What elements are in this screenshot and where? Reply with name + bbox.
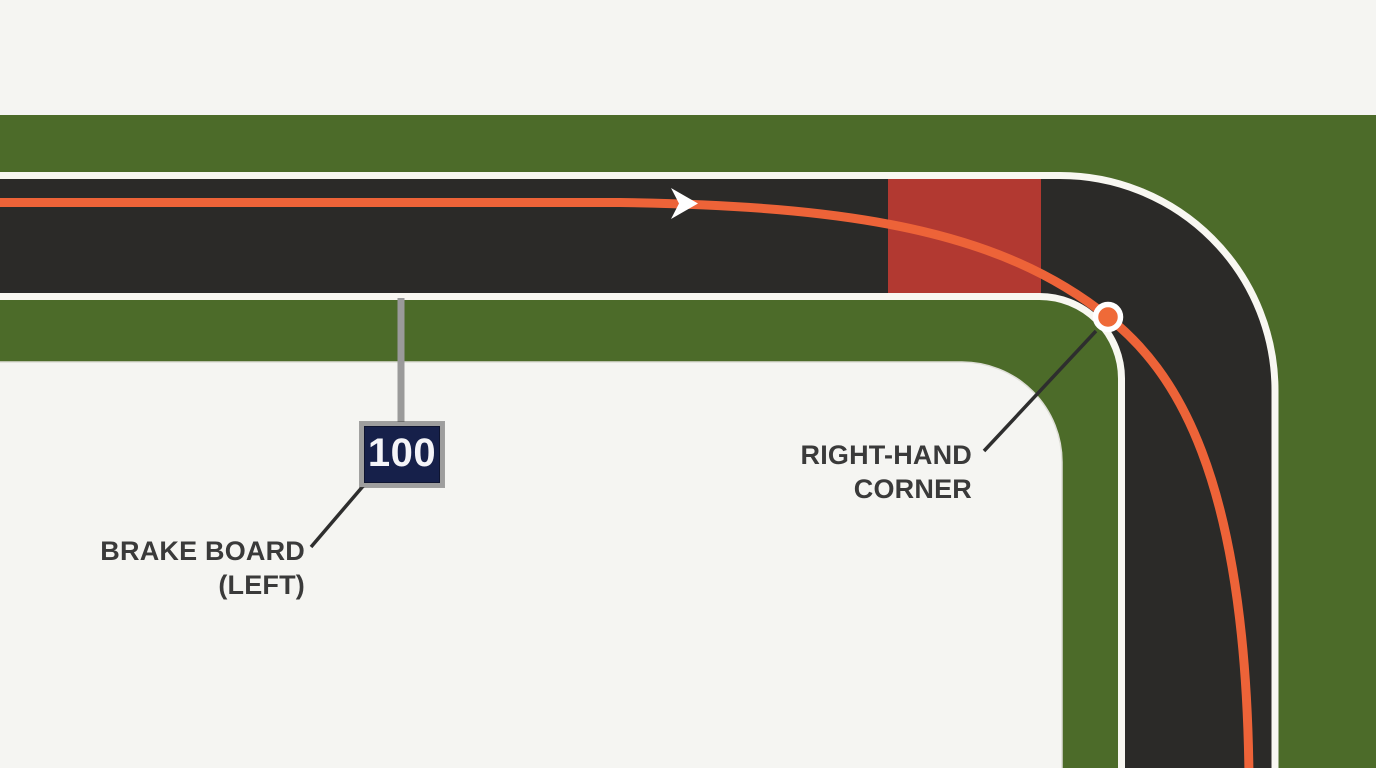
direction-arrow-icon xyxy=(671,188,698,219)
brake-callout-line1: BRAKE BOARD xyxy=(100,536,305,566)
brake-board: 100 xyxy=(360,422,444,487)
corner-callout-line1: RIGHT-HAND xyxy=(800,440,972,470)
brake-board-callout: BRAKE BOARD (LEFT) xyxy=(45,534,305,602)
brake-board-annotation-line xyxy=(309,483,366,549)
infield-area xyxy=(0,361,1063,768)
brake-callout-line2: (LEFT) xyxy=(218,570,305,600)
braking-zone xyxy=(888,179,1041,297)
corner-callout: RIGHT-HAND CORNER xyxy=(672,438,972,506)
corner-callout-line2: CORNER xyxy=(853,474,972,504)
brake-board-value: 100 xyxy=(367,431,437,475)
track-outer-edge-line xyxy=(0,172,1279,768)
apex-marker-icon xyxy=(1092,301,1124,333)
corner-annotation-line xyxy=(982,329,1098,453)
